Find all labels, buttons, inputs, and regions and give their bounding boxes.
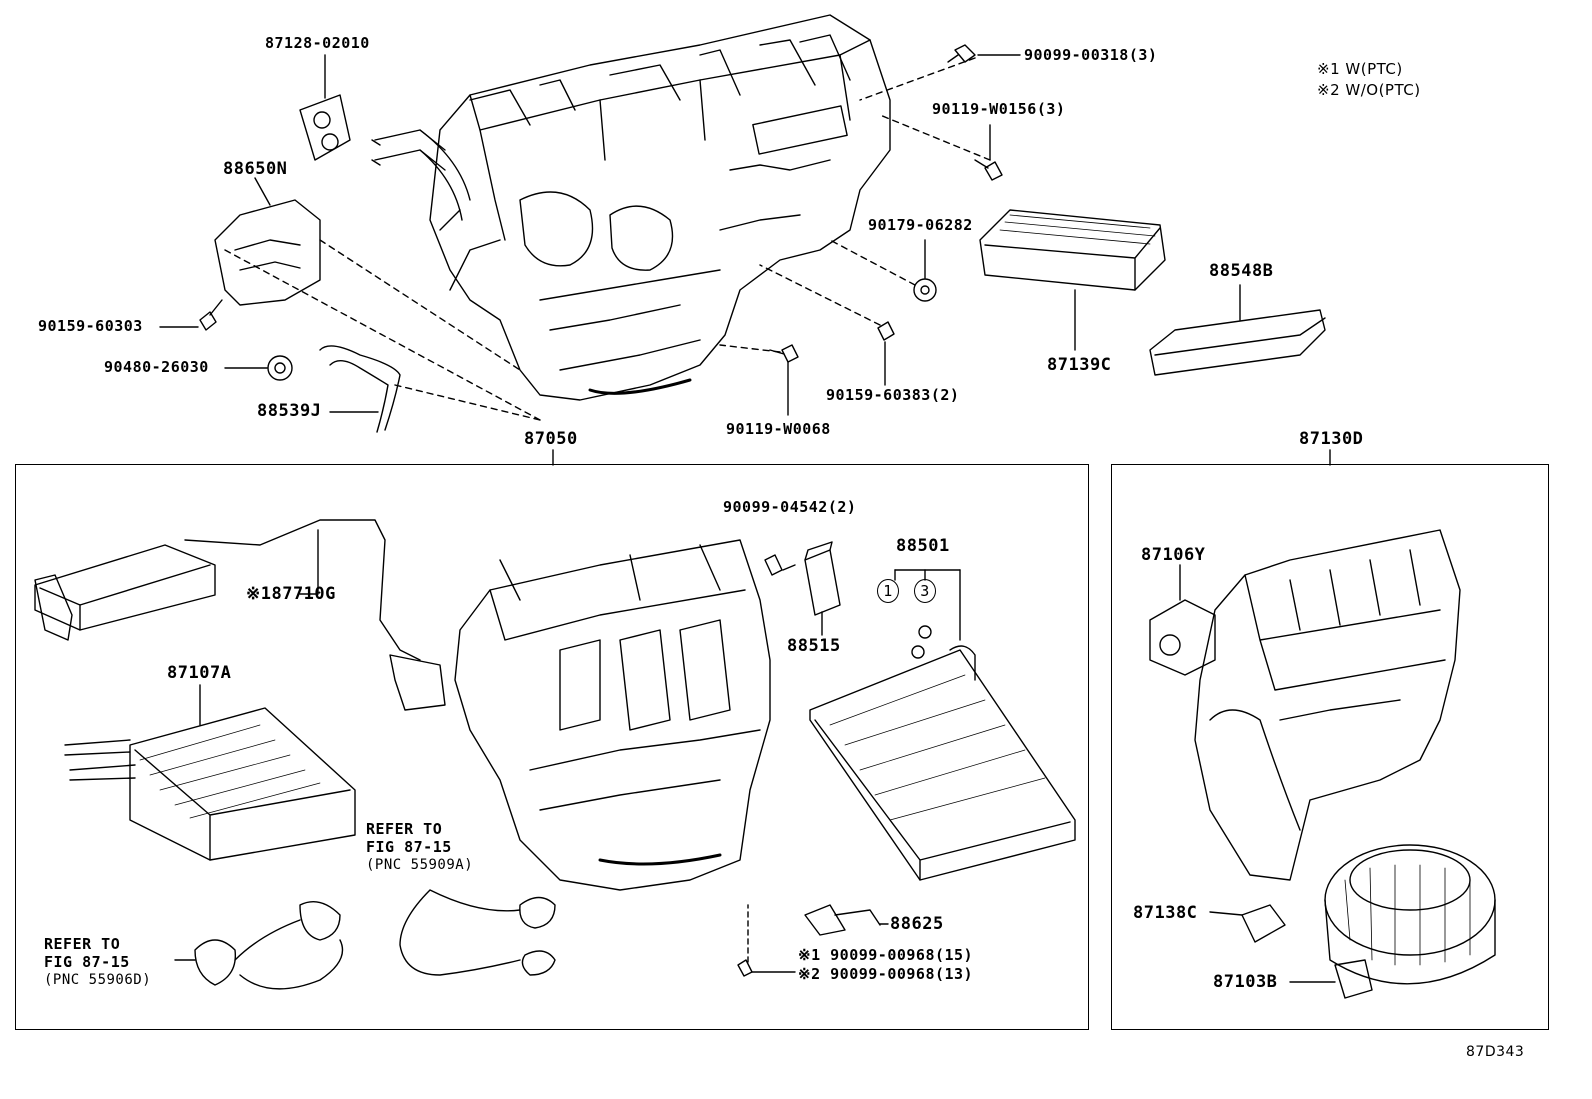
servo-87106y-drawing <box>1149 564 1216 676</box>
label-90159-60303: 90159-60303 <box>38 317 143 335</box>
screw-90159-60383-drawing <box>877 321 895 386</box>
refer-line-2: FIG 87-15 <box>366 838 452 856</box>
blower-housing-drawing <box>1194 529 1461 881</box>
resistor-87138c-drawing <box>1209 904 1286 943</box>
refer-note-55909a: REFER TO FIG 87-15 (PNC 55909A) <box>366 820 473 874</box>
screw-90099-04542-drawing <box>764 554 796 576</box>
servo-pnc55906d-drawing <box>174 901 344 990</box>
label-87128-02010: 87128-02010 <box>265 34 370 52</box>
refer-line-3: (PNC 55909A) <box>366 857 474 873</box>
assembly-frame-87130d <box>1111 464 1549 1030</box>
sensor-88625-drawing <box>804 904 889 936</box>
label-90099-00318: 90099-00318(3) <box>1024 46 1158 64</box>
grommet-87128-drawing <box>299 54 351 161</box>
label-88650n: 88650N <box>223 159 288 179</box>
refer-note-55906d: REFER TO FIG 87-15 (PNC 55906D) <box>44 935 151 989</box>
label-88501: 88501 <box>896 536 950 556</box>
label-88548b: 88548B <box>1209 261 1274 281</box>
servo-pnc55909a-drawing <box>399 889 556 976</box>
label-90099-00968-w: ※1 90099-00968(15) <box>798 946 974 964</box>
refer-line-1: REFER TO <box>366 820 443 838</box>
screw-90159-60303-drawing <box>159 299 223 331</box>
ptc-heater-87710g-drawing <box>34 519 446 711</box>
label-90119-w0068: 90119-W0068 <box>726 420 831 438</box>
blower-motor-87103b-drawing <box>1289 844 1496 999</box>
expansion-valve-88515-drawing <box>804 541 841 636</box>
label-90099-04542: 90099-04542(2) <box>723 498 857 516</box>
heater-core-87107a-drawing <box>64 684 356 861</box>
nut-90179-drawing <box>913 239 937 302</box>
label-87710g: ※187710G <box>246 584 336 604</box>
screw-90099-00968-drawing <box>737 904 796 977</box>
screw-90099-00318-drawing <box>947 44 1021 63</box>
label-87139c: 87139C <box>1047 355 1112 375</box>
circle-callout-1: 1 <box>877 579 899 603</box>
label-87106y: 87106Y <box>1141 545 1206 565</box>
screw-90119-w0156-drawing <box>974 124 1003 181</box>
note-w-ptc: ※1 W(PTC) <box>1317 60 1403 78</box>
evaporator-88501-drawing <box>809 645 1076 881</box>
hvac-case-drawing <box>454 539 771 891</box>
clip-90480-drawing <box>224 355 293 381</box>
label-88539j: 88539J <box>257 401 322 421</box>
label-90480-26030: 90480-26030 <box>104 358 209 376</box>
frame-label-87130d: 87130D <box>1299 429 1364 449</box>
label-87138c: 87138C <box>1133 903 1198 923</box>
assembly-frame-87050 <box>15 464 1089 1030</box>
cover-88548b-drawing <box>1149 284 1326 376</box>
o-rings-drawing <box>894 569 961 659</box>
circle-callout-3: 3 <box>914 579 936 603</box>
drain-hose-88539j-drawing <box>319 345 401 433</box>
label-88625: 88625 <box>890 914 944 934</box>
note-wo-ptc: ※2 W/O(PTC) <box>1317 81 1421 99</box>
dashed-leaders-upper <box>224 57 991 421</box>
label-88515: 88515 <box>787 636 841 656</box>
label-90159-60383: 90159-60383(2) <box>826 386 960 404</box>
diagram-id: 87D343 <box>1466 1044 1525 1060</box>
heater-unit-assembly-drawing <box>371 14 891 401</box>
refer-line-1: REFER TO <box>44 935 121 953</box>
frame-label-87050: 87050 <box>524 429 578 449</box>
bracket-88650n-drawing <box>214 177 321 306</box>
label-87107a: 87107A <box>167 663 232 683</box>
label-90179-06282: 90179-06282 <box>868 216 973 234</box>
air-filter-87139c-drawing <box>979 209 1166 351</box>
label-87103b: 87103B <box>1213 972 1278 992</box>
refer-line-2: FIG 87-15 <box>44 953 130 971</box>
label-90099-00968-wo: ※2 90099-00968(13) <box>798 965 974 983</box>
label-90119-w0156: 90119-W0156(3) <box>932 100 1066 118</box>
refer-line-3: (PNC 55906D) <box>44 972 152 988</box>
screw-90119-w0068-drawing <box>769 344 799 416</box>
